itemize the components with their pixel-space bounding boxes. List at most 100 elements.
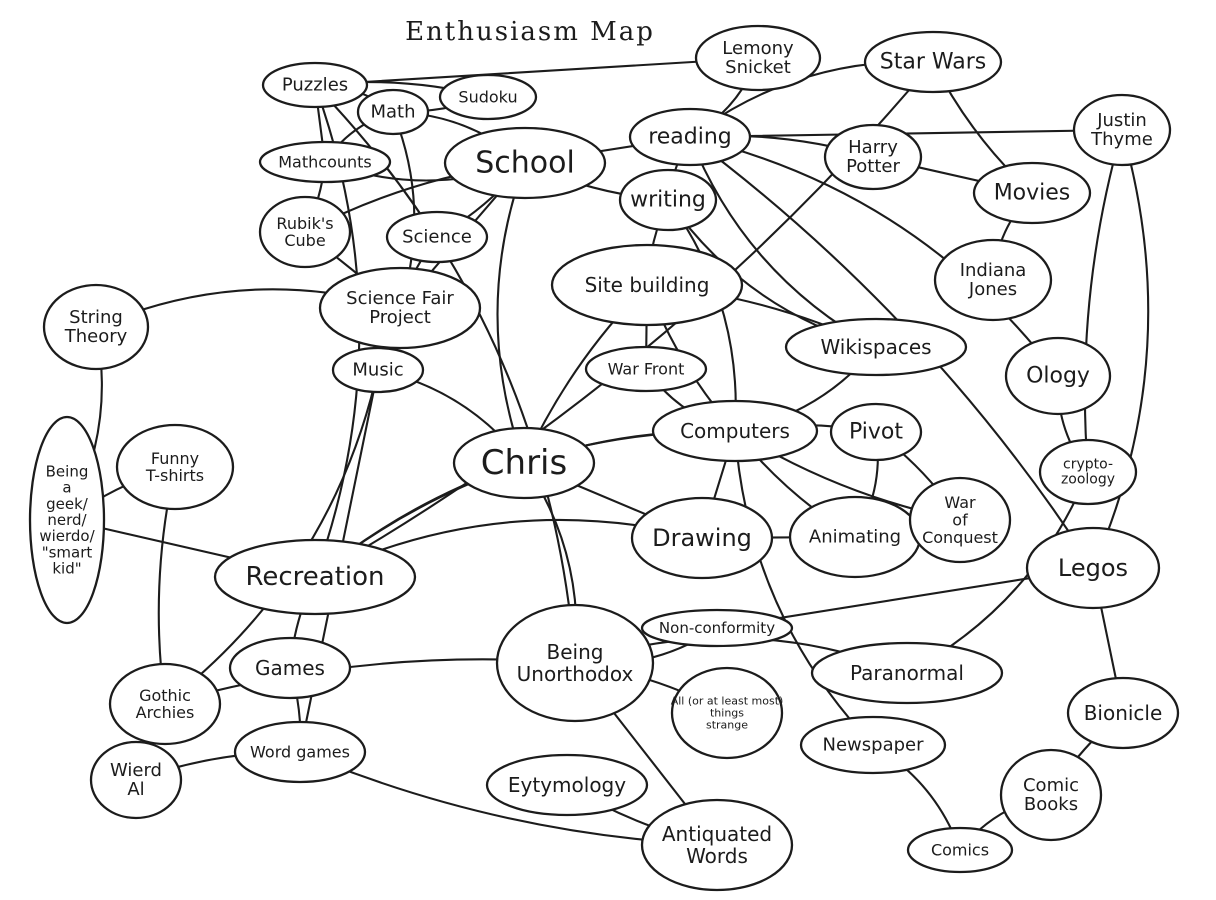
node-label: writing: [630, 188, 706, 213]
node-label: Rubik's: [276, 214, 333, 233]
node-movies-bubble: [972, 161, 1092, 225]
node-label: Puzzles: [282, 75, 348, 96]
node-label: kid": [52, 560, 81, 578]
node-lemony-bubble: [694, 24, 822, 92]
node-label: Cube: [284, 231, 325, 250]
node-wikispaces-bubble: [784, 317, 968, 377]
node-sudoku-bubble: [438, 73, 538, 121]
node-label: Wierd: [110, 760, 162, 781]
node-drawing: Drawing: [630, 496, 774, 580]
node-label: nerd/: [47, 511, 87, 529]
node-puzzles: Puzzles: [261, 61, 369, 109]
node-label: Antiquated: [662, 822, 772, 846]
node-comicbooks-bubble: [999, 748, 1103, 842]
node-label: Non-conformity: [659, 619, 775, 637]
node-label: Eytymology: [508, 773, 626, 797]
node-reading: reading: [628, 107, 752, 167]
node-music: Music: [331, 346, 425, 394]
node-label: Legos: [1058, 554, 1128, 582]
node-games: Games: [228, 636, 352, 700]
node-games-bubble: [228, 636, 352, 700]
node-starwars-bubble: [863, 30, 1003, 94]
node-sudoku: Sudoku: [438, 73, 538, 121]
node-ology: Ology: [1004, 336, 1112, 416]
node-unorthodox-bubble: [495, 603, 655, 723]
connector-lemony-puzzles: [313, 56, 760, 87]
node-science-bubble: [385, 210, 489, 264]
node-label: Computers: [680, 419, 790, 443]
node-crypto: crypto-zoology: [1038, 438, 1138, 506]
node-animating: Animating: [788, 495, 922, 579]
node-rubiks-bubble: [258, 195, 352, 269]
node-label: Animating: [809, 527, 901, 548]
map-title: Enthusiasm Map: [405, 17, 655, 47]
node-label: things: [710, 707, 744, 720]
node-gothic-bubble: [108, 662, 222, 746]
node-label: String: [69, 307, 123, 328]
node-harry-bubble: [823, 123, 923, 191]
node-label: Al: [127, 779, 144, 800]
node-label: Being: [46, 462, 89, 480]
node-label: Paranormal: [850, 661, 964, 685]
node-etymology-bubble: [485, 753, 649, 817]
node-newspaper-bubble: [799, 715, 947, 775]
node-label: Conquest: [922, 528, 998, 547]
node-bionicle: Bionicle: [1066, 676, 1180, 750]
node-warconquest-bubble: [908, 476, 1012, 564]
node-paranormal: Paranormal: [810, 641, 1004, 705]
node-label: Music: [352, 360, 403, 381]
node-label: "smart: [42, 543, 93, 561]
node-label: Jones: [968, 279, 1017, 300]
node-puzzles-bubble: [261, 61, 369, 109]
node-paranormal-bubble: [810, 641, 1004, 705]
node-newspaper: Newspaper: [799, 715, 947, 775]
node-label: Being: [547, 640, 604, 664]
node-wikispaces: Wikispaces: [784, 317, 968, 377]
node-comics-bubble: [906, 826, 1014, 874]
node-label: Mathcounts: [278, 153, 372, 172]
node-sciencefair-bubble: [318, 266, 482, 350]
node-label: Harry: [848, 137, 898, 158]
node-label: geek/: [46, 495, 89, 513]
node-label: Wikispaces: [820, 335, 931, 359]
node-label: Comics: [931, 841, 989, 860]
node-pivot: Pivot: [829, 402, 923, 462]
node-drawing-bubble: [630, 496, 774, 580]
node-starwars: Star Wars: [863, 30, 1003, 94]
node-label: of: [952, 511, 968, 530]
node-ology-bubble: [1004, 336, 1112, 416]
node-mathcounts: Mathcounts: [258, 140, 392, 184]
node-label: Star Wars: [880, 50, 986, 75]
node-label: wierdo/: [39, 527, 95, 545]
connector-crypto-justin: [1083, 128, 1124, 474]
node-science: Science: [385, 210, 489, 264]
node-label: Site building: [585, 273, 710, 297]
node-recreation: Recreation: [213, 538, 417, 616]
node-label: zoology: [1061, 472, 1115, 488]
node-legos-bubble: [1025, 526, 1161, 610]
node-reading-bubble: [628, 107, 752, 167]
node-label: Comic: [1023, 775, 1079, 796]
node-label: Science Fair: [346, 288, 454, 309]
node-label: Potter: [846, 156, 900, 177]
node-label: Pivot: [849, 420, 903, 445]
node-label: Indiana: [960, 260, 1027, 281]
node-crypto-bubble: [1038, 438, 1138, 506]
node-antiquated-bubble: [640, 798, 794, 892]
node-indiana-bubble: [933, 238, 1053, 322]
node-mathcounts-bubble: [258, 140, 392, 184]
node-label: reading: [648, 125, 732, 150]
node-weirdal-bubble: [89, 740, 183, 820]
node-label: Science: [402, 227, 472, 248]
node-label: Games: [255, 656, 325, 680]
node-comics: Comics: [906, 826, 1014, 874]
node-pivot-bubble: [829, 402, 923, 462]
